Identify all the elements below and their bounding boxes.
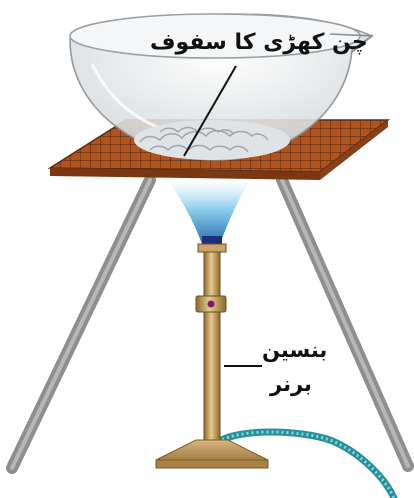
gas-hose — [214, 428, 398, 498]
powder-in-dish — [134, 120, 290, 160]
powder-leader-line — [183, 65, 237, 157]
bunsen-burner — [155, 243, 269, 469]
burner-flame — [168, 180, 250, 244]
china-dish — [69, 13, 375, 161]
burner-label-line1: بنسین — [262, 338, 328, 362]
powder-label: چن کھڑی کا سفوف — [150, 30, 368, 55]
burner-label-line2: برنر — [270, 372, 312, 396]
tripod-legs — [6, 174, 414, 474]
burner-base — [155, 439, 269, 461]
